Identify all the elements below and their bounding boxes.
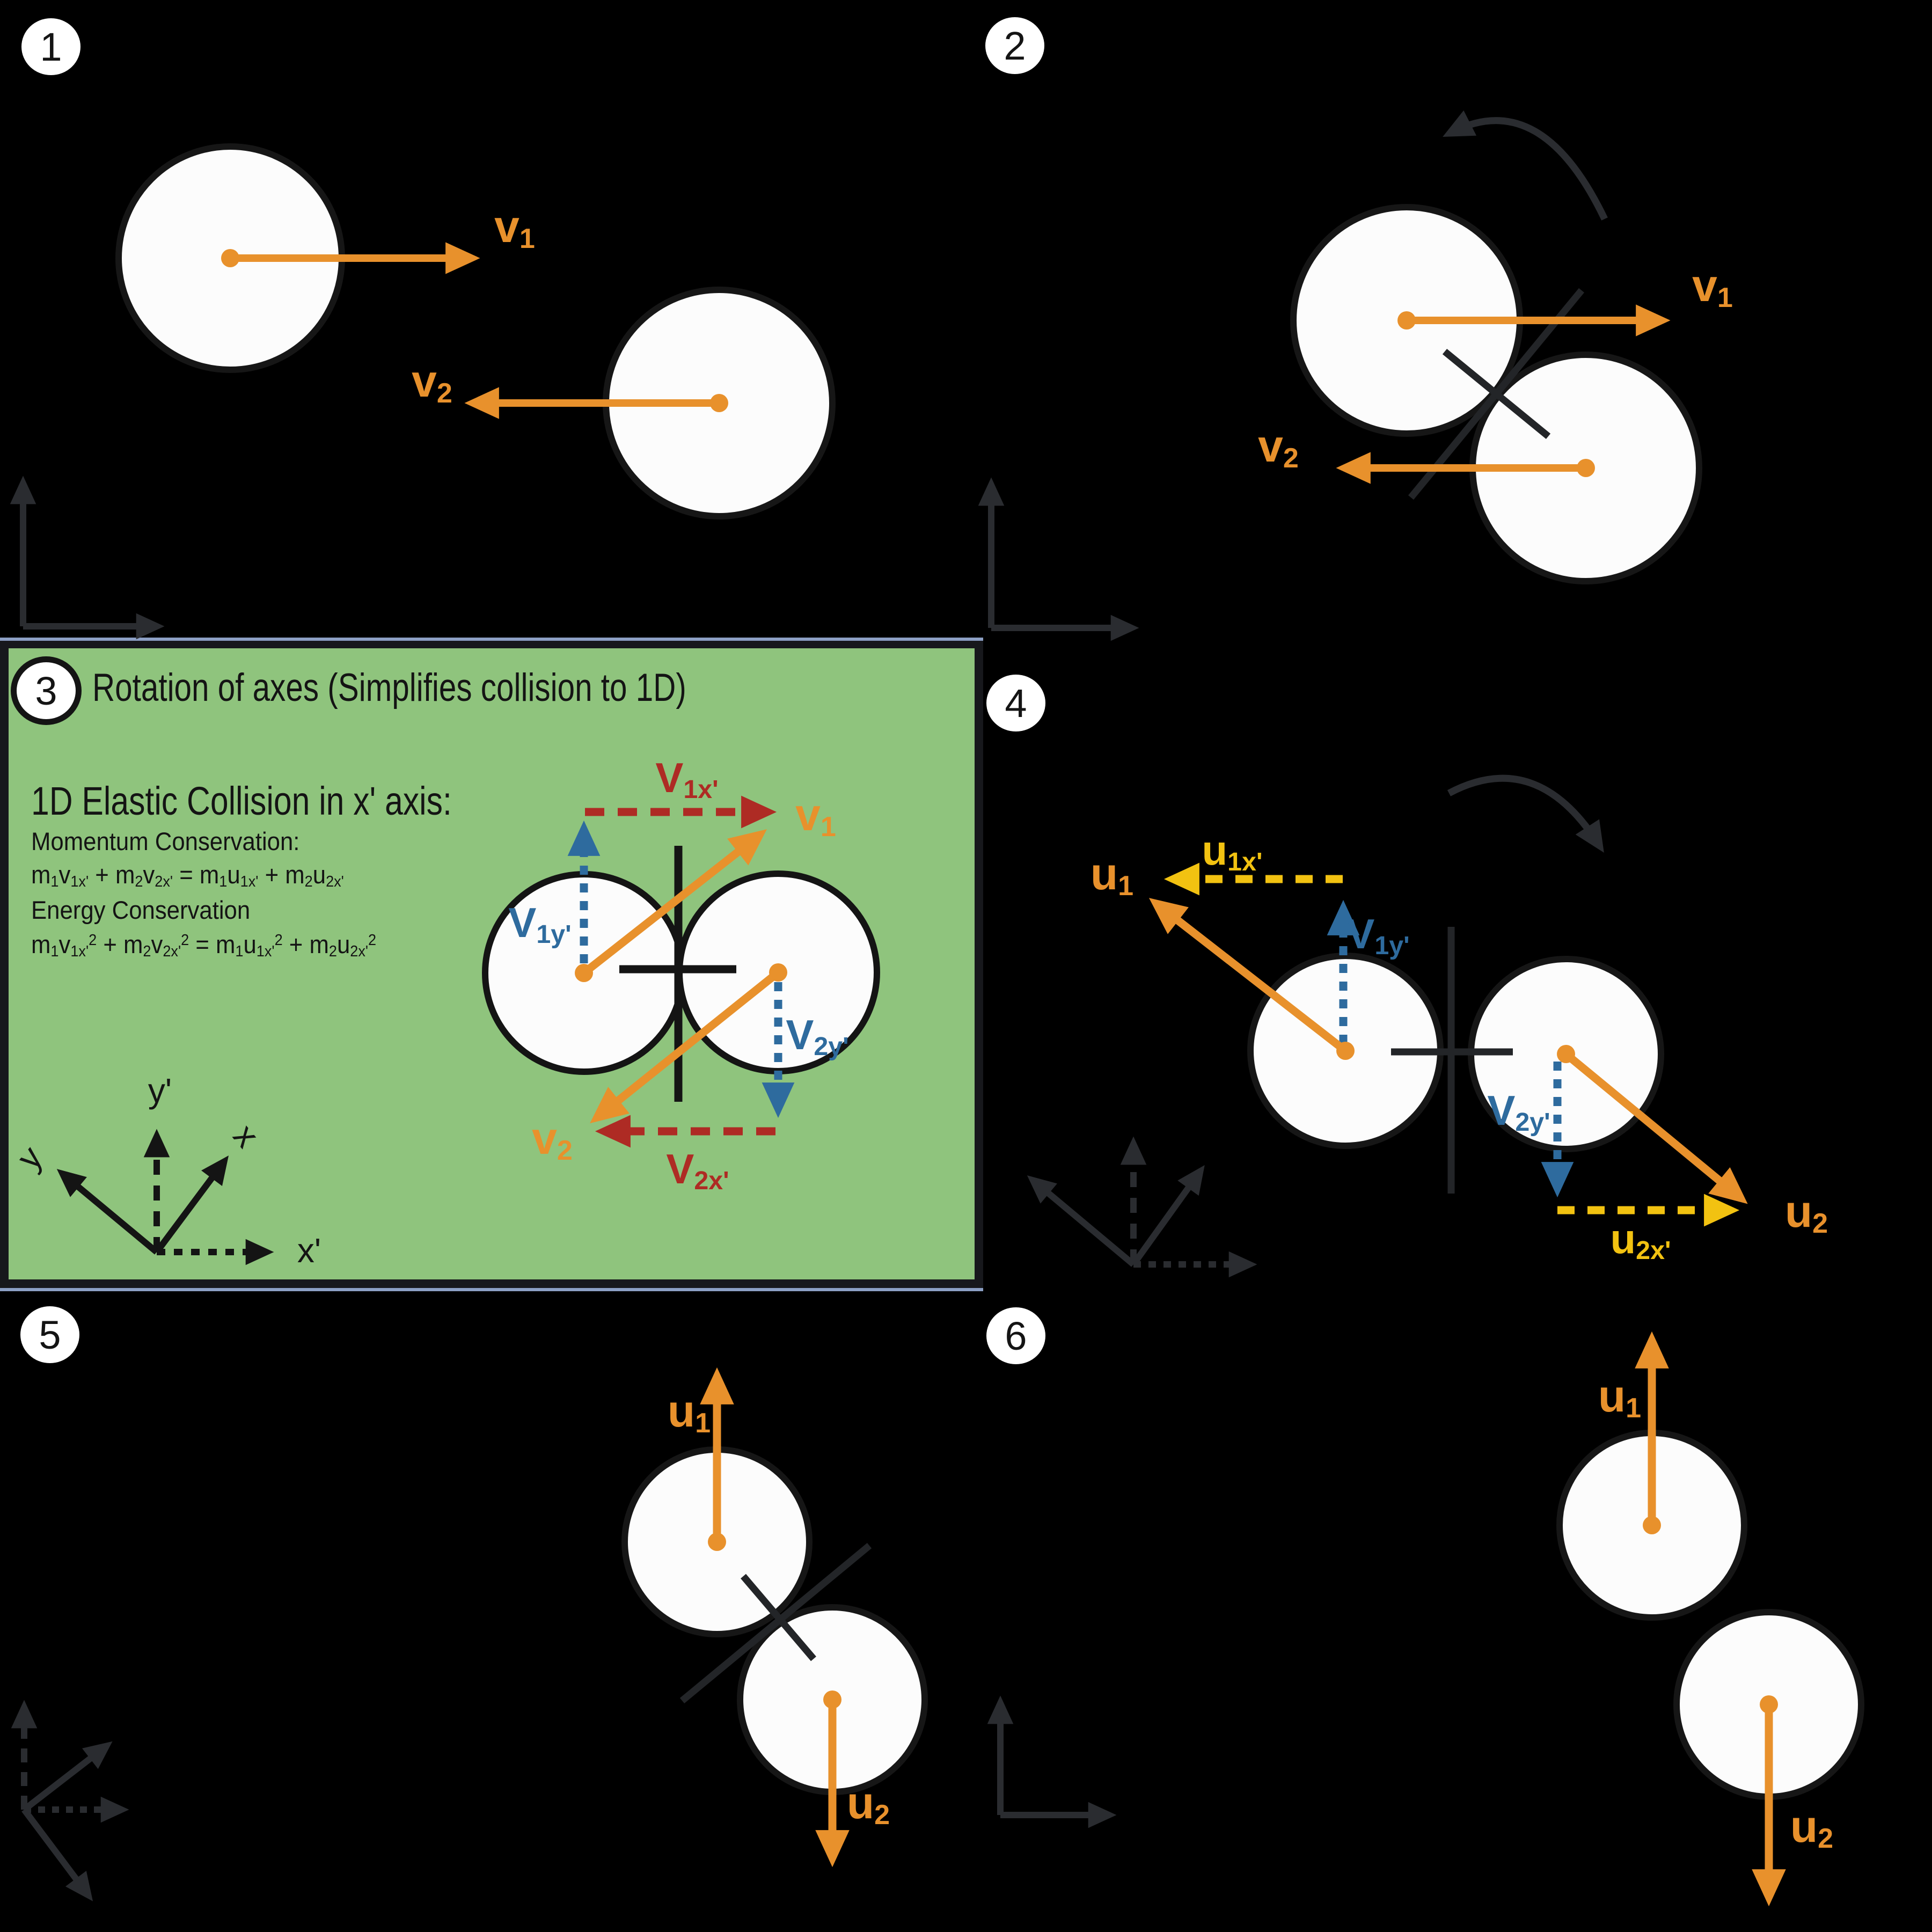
step-5-number: 5	[39, 1312, 61, 1357]
p2-ball1-center-dot	[1397, 311, 1416, 330]
panel2-collision-contact	[978, 110, 1702, 641]
step-3-number: 3	[35, 668, 57, 713]
p2-v1-label: v1	[1692, 260, 1733, 314]
p4-u1-arrow	[1148, 898, 1348, 1054]
p3-v1x-label: V1x'	[655, 754, 719, 804]
momentum-conservation-label: Momentum Conservation:	[31, 827, 300, 855]
p4-u1x-label: u1x'	[1202, 826, 1263, 876]
p2-ball2-center-dot	[1577, 459, 1595, 477]
step-6-number: 6	[1005, 1313, 1027, 1358]
p5-tangent-line	[679, 1542, 872, 1704]
p3-v1-label: v1	[795, 789, 836, 843]
p1-ball2-center-dot	[710, 394, 728, 412]
panel3-rotated-frame-diagram	[56, 795, 880, 1265]
step-1-badge: 1	[21, 18, 80, 75]
panel4-after-collision-rotated	[1027, 774, 1748, 1278]
p3-v2-arrow	[590, 969, 781, 1124]
p4-u1-label: u1	[1090, 848, 1134, 902]
p4-rotation-arc-icon	[1447, 774, 1604, 853]
step-5-badge: 5	[20, 1306, 79, 1363]
step-3-badge: 3	[11, 656, 82, 725]
energy-conservation-equation: m1v1x'2 + m2v2x'2 = m1u1x'2 + m2u2x'2	[31, 930, 377, 961]
p3-v2y-label: V2y'	[786, 1011, 849, 1061]
p6-u1-label: u1	[1598, 1371, 1642, 1424]
p4-v1y-label: V1y'	[1346, 910, 1410, 960]
p4-ball2-center-dot	[1557, 1045, 1575, 1063]
p5-ball2-center-dot	[823, 1690, 841, 1709]
panel1-before-collision	[10, 143, 836, 640]
p4-axis-y-rotated	[1027, 1175, 1136, 1267]
panel3-subtitle: 1D Elastic Collision in x' axis:	[31, 779, 452, 823]
p4-v2y-label: V2y'	[1487, 1087, 1550, 1137]
energy-conservation-label: Energy Conservation	[31, 896, 251, 924]
p4-axis-x-rotated	[1131, 1165, 1205, 1267]
p6-ball1-center-dot	[1643, 1516, 1661, 1534]
p5-u1-label: u1	[667, 1386, 711, 1439]
p3-v2x-label: V2x'	[666, 1145, 729, 1195]
p4-u2-arrow	[1563, 1051, 1748, 1204]
p4-u2x-label: u2x'	[1610, 1215, 1671, 1265]
p4-u2-label: u2	[1784, 1186, 1828, 1240]
p3-v1y-label: V1y'	[508, 899, 572, 949]
p1-v2-label: v2	[412, 356, 452, 409]
p4-ball1-center-dot	[1336, 1042, 1355, 1060]
p3-x-prime-axis-label: x'	[297, 1231, 321, 1270]
p5-axis-x-rotated	[22, 1741, 113, 1812]
p5-axis-y-rotated	[21, 1807, 93, 1901]
p5-ball1-center-dot	[708, 1533, 726, 1551]
step-4-badge: 4	[986, 675, 1045, 731]
p6-ball2-center-dot	[1760, 1695, 1778, 1714]
panel3-title: Rotation of axes (Simplifies collision t…	[92, 666, 686, 709]
p3-v2-label: v2	[532, 1113, 573, 1167]
p3-y-prime-axis-label: y'	[148, 1071, 172, 1110]
panel6-final-separation	[987, 1331, 1864, 1907]
p5-u2-label: u2	[846, 1777, 890, 1831]
p1-ball1-center-dot	[221, 249, 239, 267]
p3-axis-y-rotated	[56, 1169, 159, 1255]
p2-center-line	[1442, 348, 1551, 440]
p1-v1-label: v1	[494, 201, 535, 255]
momentum-conservation-equation: m1v1x' + m2v2x' = m1u1x' + m2u2x'	[31, 860, 344, 891]
p3-axis-x-rotated	[154, 1155, 229, 1254]
p5-center-line	[741, 1574, 816, 1662]
step-4-number: 4	[1005, 680, 1027, 726]
p2-rotation-arc-icon	[1443, 110, 1608, 221]
p2-v2-label: v2	[1258, 421, 1299, 474]
p3-v1-arrow	[581, 829, 767, 976]
step-2-number: 2	[1004, 23, 1026, 68]
panel5-separating-rotated	[11, 1367, 928, 1901]
step-6-badge: 6	[986, 1307, 1045, 1364]
p6-u2-label: u2	[1790, 1801, 1834, 1855]
step-2-badge: 2	[985, 17, 1044, 74]
p3-ball2-center-dot	[769, 963, 787, 982]
p3-ball1-center-dot	[575, 964, 593, 982]
step-1-number: 1	[40, 24, 62, 69]
